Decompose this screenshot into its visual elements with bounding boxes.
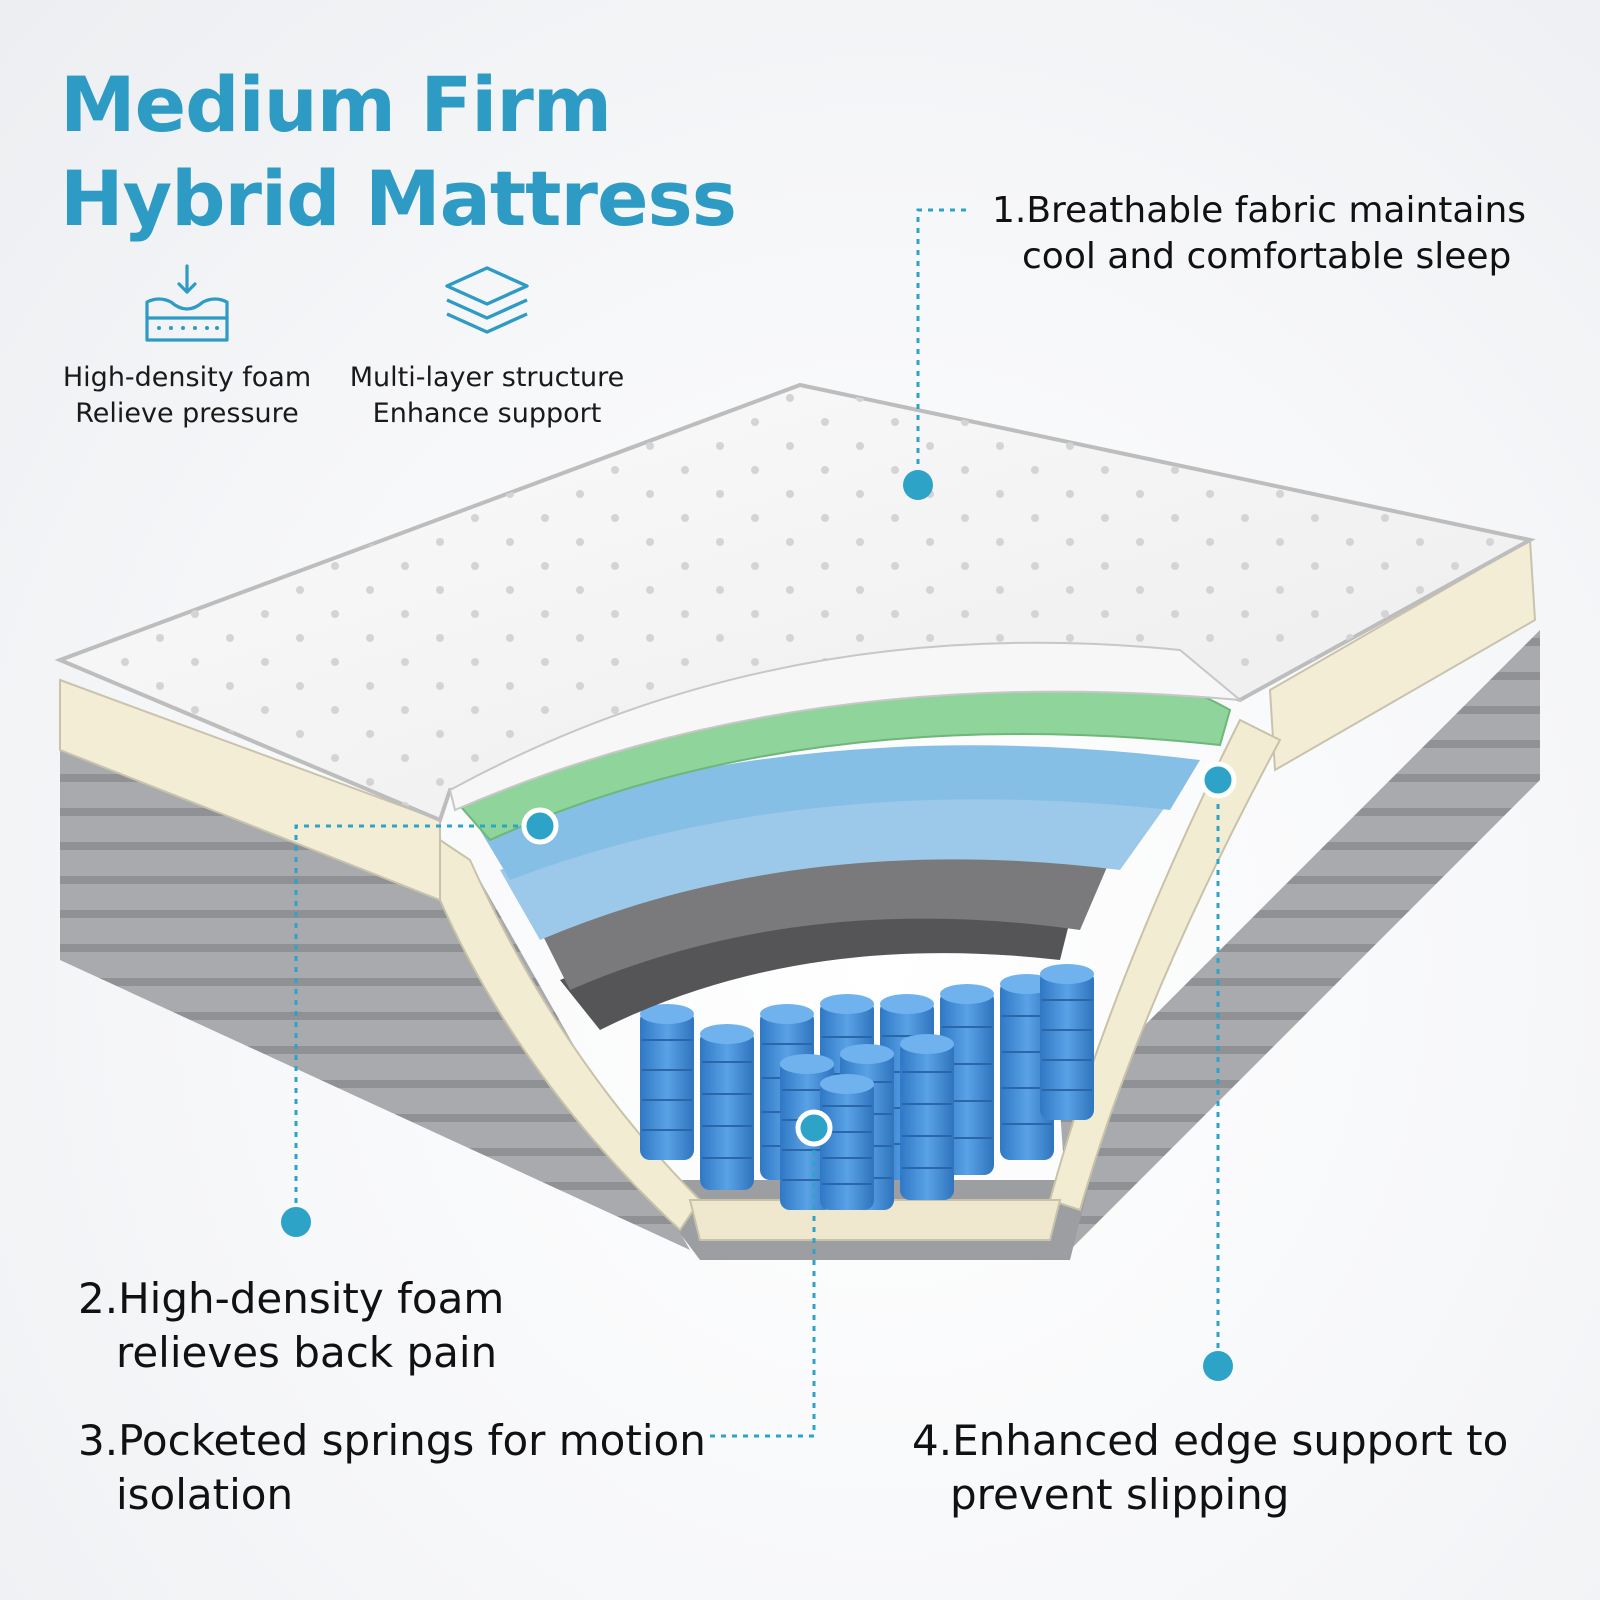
callout-4-line-2: prevent slipping (950, 1470, 1290, 1519)
callout-marker-2 (521, 807, 559, 845)
leader-1 (916, 208, 966, 482)
page-title: Medium Firm Hybrid Mattress (60, 58, 737, 246)
spring-coil (700, 1030, 754, 1190)
callout-1-line-2: cool and comfortable sleep (1022, 236, 1512, 277)
callout-end-dot-2 (281, 1207, 311, 1237)
badge-1-line-1: High-density foam (62, 362, 312, 393)
callout-high-density-foam: 2.High-density foam relieves back pain (78, 1272, 504, 1380)
spring-cap (640, 1004, 694, 1024)
layers-icon (445, 266, 529, 334)
callout-3-line-1: 3.Pocketed springs for motion (78, 1416, 706, 1465)
title-line-1: Medium Firm (60, 60, 612, 149)
badge-multi-layer-structure: Multi-layer structure Enhance support (344, 262, 630, 432)
pocketed-springs (640, 964, 1094, 1210)
callout-4-line-1: 4.Enhanced edge support to (912, 1416, 1509, 1465)
callout-1-line-1: 1.Breathable fabric maintains (992, 190, 1527, 231)
callout-marker-3 (795, 1109, 833, 1147)
left-side-panel (60, 740, 690, 1250)
callout-edge-support: 4.Enhanced edge support to prevent slipp… (912, 1414, 1508, 1522)
callout-leaders (294, 208, 1220, 1438)
spring-cap (780, 1054, 834, 1074)
callout-breathable-fabric: 1.Breathable fabric maintains cool and c… (992, 188, 1526, 280)
right-side-panel (1060, 630, 1540, 1250)
foam-compression-icon (145, 264, 229, 342)
callout-dot-1 (903, 470, 933, 500)
callout-marker-4 (1199, 761, 1237, 799)
spring-cap (880, 994, 934, 1014)
spring-cap (820, 1074, 874, 1094)
callout-2-line-1: 2.High-density foam (78, 1274, 505, 1323)
spring-cap (940, 984, 994, 1004)
spring-coil (640, 1010, 694, 1160)
spring-coil (1040, 970, 1094, 1120)
leader-2 (294, 824, 540, 1220)
callout-pocketed-springs: 3.Pocketed springs for motion isolation (78, 1414, 706, 1522)
badge-1-line-2: Relieve pressure (75, 398, 299, 429)
badge-high-density-foam: High-density foam Relieve pressure (60, 262, 314, 432)
badge-2-line-1: Multi-layer structure (349, 362, 625, 393)
callout-dots (281, 470, 1237, 1381)
spring-cap (1040, 964, 1094, 984)
spring-cap (900, 1034, 954, 1054)
spring-cap (840, 1044, 894, 1064)
leader-3 (710, 1128, 816, 1438)
spring-coil (900, 1040, 954, 1200)
callout-end-dot-4 (1203, 1351, 1233, 1381)
spring-cap (760, 1004, 814, 1024)
title-line-2: Hybrid Mattress (60, 154, 737, 243)
right-edge-support (1048, 718, 1282, 1212)
spring-cap (820, 994, 874, 1014)
badge-2-line-2: Enhance support (372, 398, 602, 429)
callout-3-line-2: isolation (116, 1470, 294, 1519)
spring-coil (820, 1080, 874, 1210)
mattress-top-tufts (60, 385, 1530, 820)
white-top-layer (448, 641, 1244, 812)
callout-2-line-2: relieves back pain (116, 1328, 498, 1377)
left-edge-support (439, 838, 702, 1232)
spring-cap (700, 1024, 754, 1044)
